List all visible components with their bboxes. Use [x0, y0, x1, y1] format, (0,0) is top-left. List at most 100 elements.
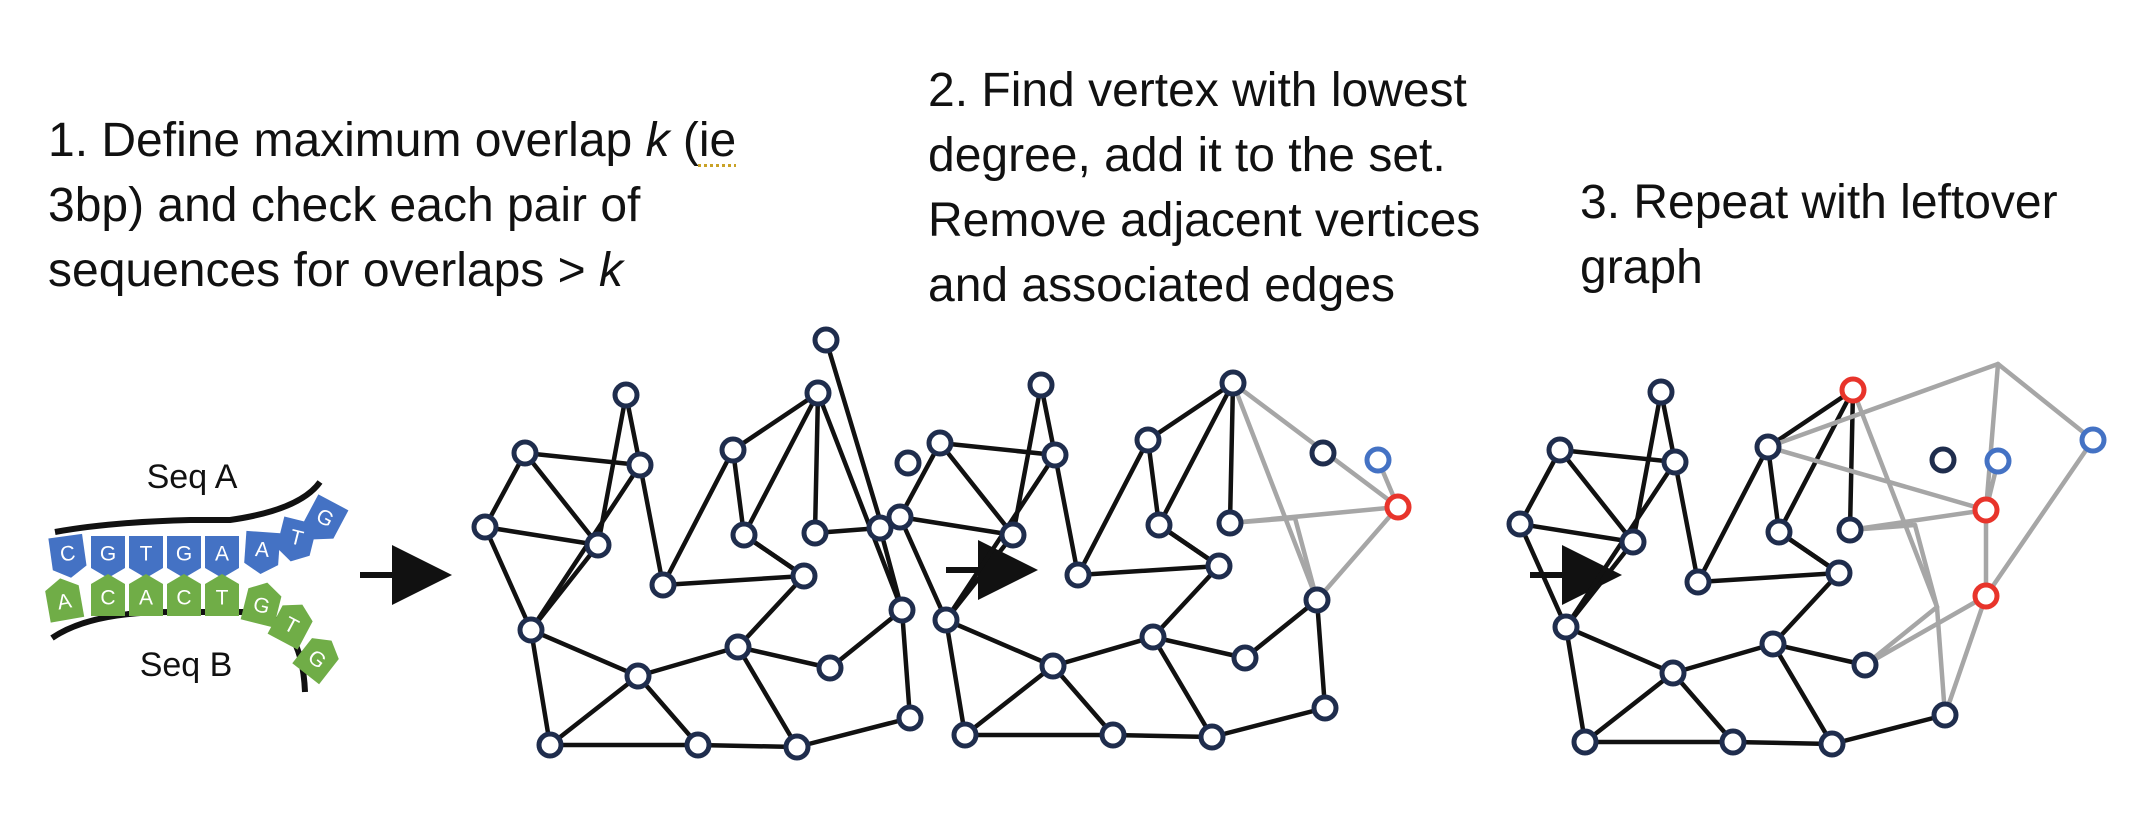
- graph-3-vertex-4: [1839, 376, 1867, 404]
- graph-1-vertex-9: [801, 519, 829, 547]
- graph-2-edge-8: [943, 532, 1016, 623]
- step-1-line-2: 3bp) and check each pair of: [48, 179, 641, 232]
- graph-1-edge-7: [482, 524, 534, 633]
- graph-1-edge-20: [735, 573, 807, 650]
- seq-b-base-1: C: [91, 574, 125, 616]
- graph-2-edge-27: [1050, 634, 1156, 669]
- graph-1-edge-12: [730, 447, 747, 538]
- graph-1: [471, 326, 924, 761]
- graph-2-vertex-6: [886, 503, 914, 531]
- seq-b-base-letter-5: G: [251, 593, 272, 619]
- graph-2-vertex-13: [932, 606, 960, 634]
- step-3-caption: 3. Repeat with leftover graph: [1580, 170, 2058, 300]
- graph-2-vertex-4: [1219, 369, 1247, 397]
- graph-2-vertex-8: [1145, 511, 1173, 539]
- graph-3-edge-20: [1770, 570, 1842, 647]
- graph-3-edge-25: [1563, 624, 1676, 676]
- graph-3-extra-edge-7: [1942, 593, 1989, 718]
- graph-3-vertex-3: [1754, 433, 1782, 461]
- graph-2-vertex-2: [1041, 441, 1069, 469]
- seq-b-base-letter-0: A: [55, 589, 73, 614]
- graph-2-edges: [897, 380, 1401, 740]
- graph-2-edge-11: [1075, 437, 1151, 578]
- graph-3-edge-4: [1557, 447, 1636, 545]
- graph-2-vertex-0: [1027, 371, 1055, 399]
- graph-2-vertex-3: [1134, 426, 1162, 454]
- graph-1-edge-27: [635, 644, 741, 679]
- graph-2-edge-22: [1242, 597, 1320, 661]
- graph-3-vertex-12: [1684, 568, 1712, 596]
- graph-1-extra-edge-0: [823, 337, 883, 523]
- graph-3-edges: [1517, 361, 2096, 747]
- graph-1-nodes: [471, 326, 924, 761]
- graph-1-vertex-11: [790, 562, 818, 590]
- seq-a-base-5: A: [244, 530, 281, 574]
- graph-2-edge-10: [1145, 380, 1236, 443]
- graph-1-vertex-12: [649, 571, 677, 599]
- graph-1-vertex-20: [684, 731, 712, 759]
- graph-1-vertex-0: [612, 381, 640, 409]
- graph-2-edge-29: [1150, 634, 1215, 740]
- graph-3-vertex-2: [1661, 448, 1689, 476]
- graph-2: [886, 369, 1412, 751]
- seq-a-base-tile-7: [303, 494, 349, 540]
- graph-3-edge-6: [1517, 521, 1636, 545]
- graph-2-vertex-11: [1205, 552, 1233, 580]
- graph-3-edge-15: [1850, 387, 1940, 610]
- graph-3-vertex-7: [1619, 528, 1647, 556]
- graph-1-vertex-18: [896, 704, 924, 732]
- graph-2-edge-7: [897, 514, 949, 623]
- graph-1-vertex-10: [866, 514, 894, 542]
- step-1-line-1: 1. Define maximum overlap k (ie: [48, 114, 737, 167]
- seq-b-base-tile-2: [129, 574, 163, 616]
- graph-1-vertex-7: [584, 531, 612, 559]
- seq-a-strand: [54, 480, 323, 535]
- seq-b-base-7: G: [292, 638, 339, 685]
- graph-3-vertex-9: [1836, 516, 1864, 544]
- graph-3-vertex-6: [1506, 510, 1534, 538]
- graph-3-vertex-11: [1825, 559, 1853, 587]
- graph-3-extra-edge-6: [1862, 593, 1989, 668]
- graph-1-edge-8: [528, 542, 601, 633]
- seq-b-base-letter-4: T: [216, 587, 229, 610]
- graph-3-edge-12: [1765, 444, 1782, 535]
- graph-2-vertex-7: [999, 521, 1027, 549]
- graph-3-edge-17: [1912, 522, 1940, 610]
- graph-3-edge-24: [1563, 624, 1588, 745]
- graph-1-edge-18: [660, 573, 807, 588]
- seq-a-base-letter-6: T: [287, 525, 305, 550]
- seq-a-base-tile-1: [91, 536, 125, 578]
- step-2-line-1: 2. Find vertex with lowest: [928, 64, 1467, 117]
- seq-a-base-tile-5: [244, 530, 281, 574]
- graph-2-edge-4: [937, 440, 1016, 538]
- seq-a-base-7: G: [303, 494, 349, 540]
- graph-3-edge-27: [1670, 641, 1776, 676]
- graph-3-vertex-19: [1571, 728, 1599, 756]
- graph-3-vertex-0: [1647, 378, 1675, 406]
- graph-2-edge-9: [1052, 452, 1081, 578]
- graph-1-vertex-5: [894, 449, 922, 477]
- graph-2-edge-32: [1209, 705, 1328, 740]
- graph-3-edge-11: [1695, 444, 1771, 585]
- graph-1-vertex-1: [511, 439, 539, 467]
- graph-2-edge-21: [1150, 634, 1248, 661]
- graph-2-vertex-16: [1231, 644, 1259, 672]
- graph-2-vertex-18: [1311, 694, 1339, 722]
- graph-1-edge-22: [827, 607, 905, 671]
- graph-1-extra-vertex-0: [812, 326, 840, 354]
- graph-3-vertex-14: [1759, 630, 1787, 658]
- graph-2-vertex-5: [1309, 439, 1337, 467]
- graph-1-edge-32: [794, 715, 913, 750]
- graph-2-extra-vertex-1: [1364, 446, 1392, 474]
- graph-2-extra-vertex-0: [1384, 493, 1412, 521]
- graph-1-edge-25: [528, 627, 641, 679]
- seq-a-base-tile-3: [167, 536, 201, 578]
- seq-a-base-letter-0: C: [59, 542, 77, 567]
- graph-3-extra-edge-9: [1983, 437, 2096, 599]
- graph-2-edge-26: [962, 663, 1056, 738]
- step-1-caption: 1. Define maximum overlap k (ie 3bp) and…: [48, 108, 736, 303]
- seq-a-base-4: A: [205, 536, 239, 578]
